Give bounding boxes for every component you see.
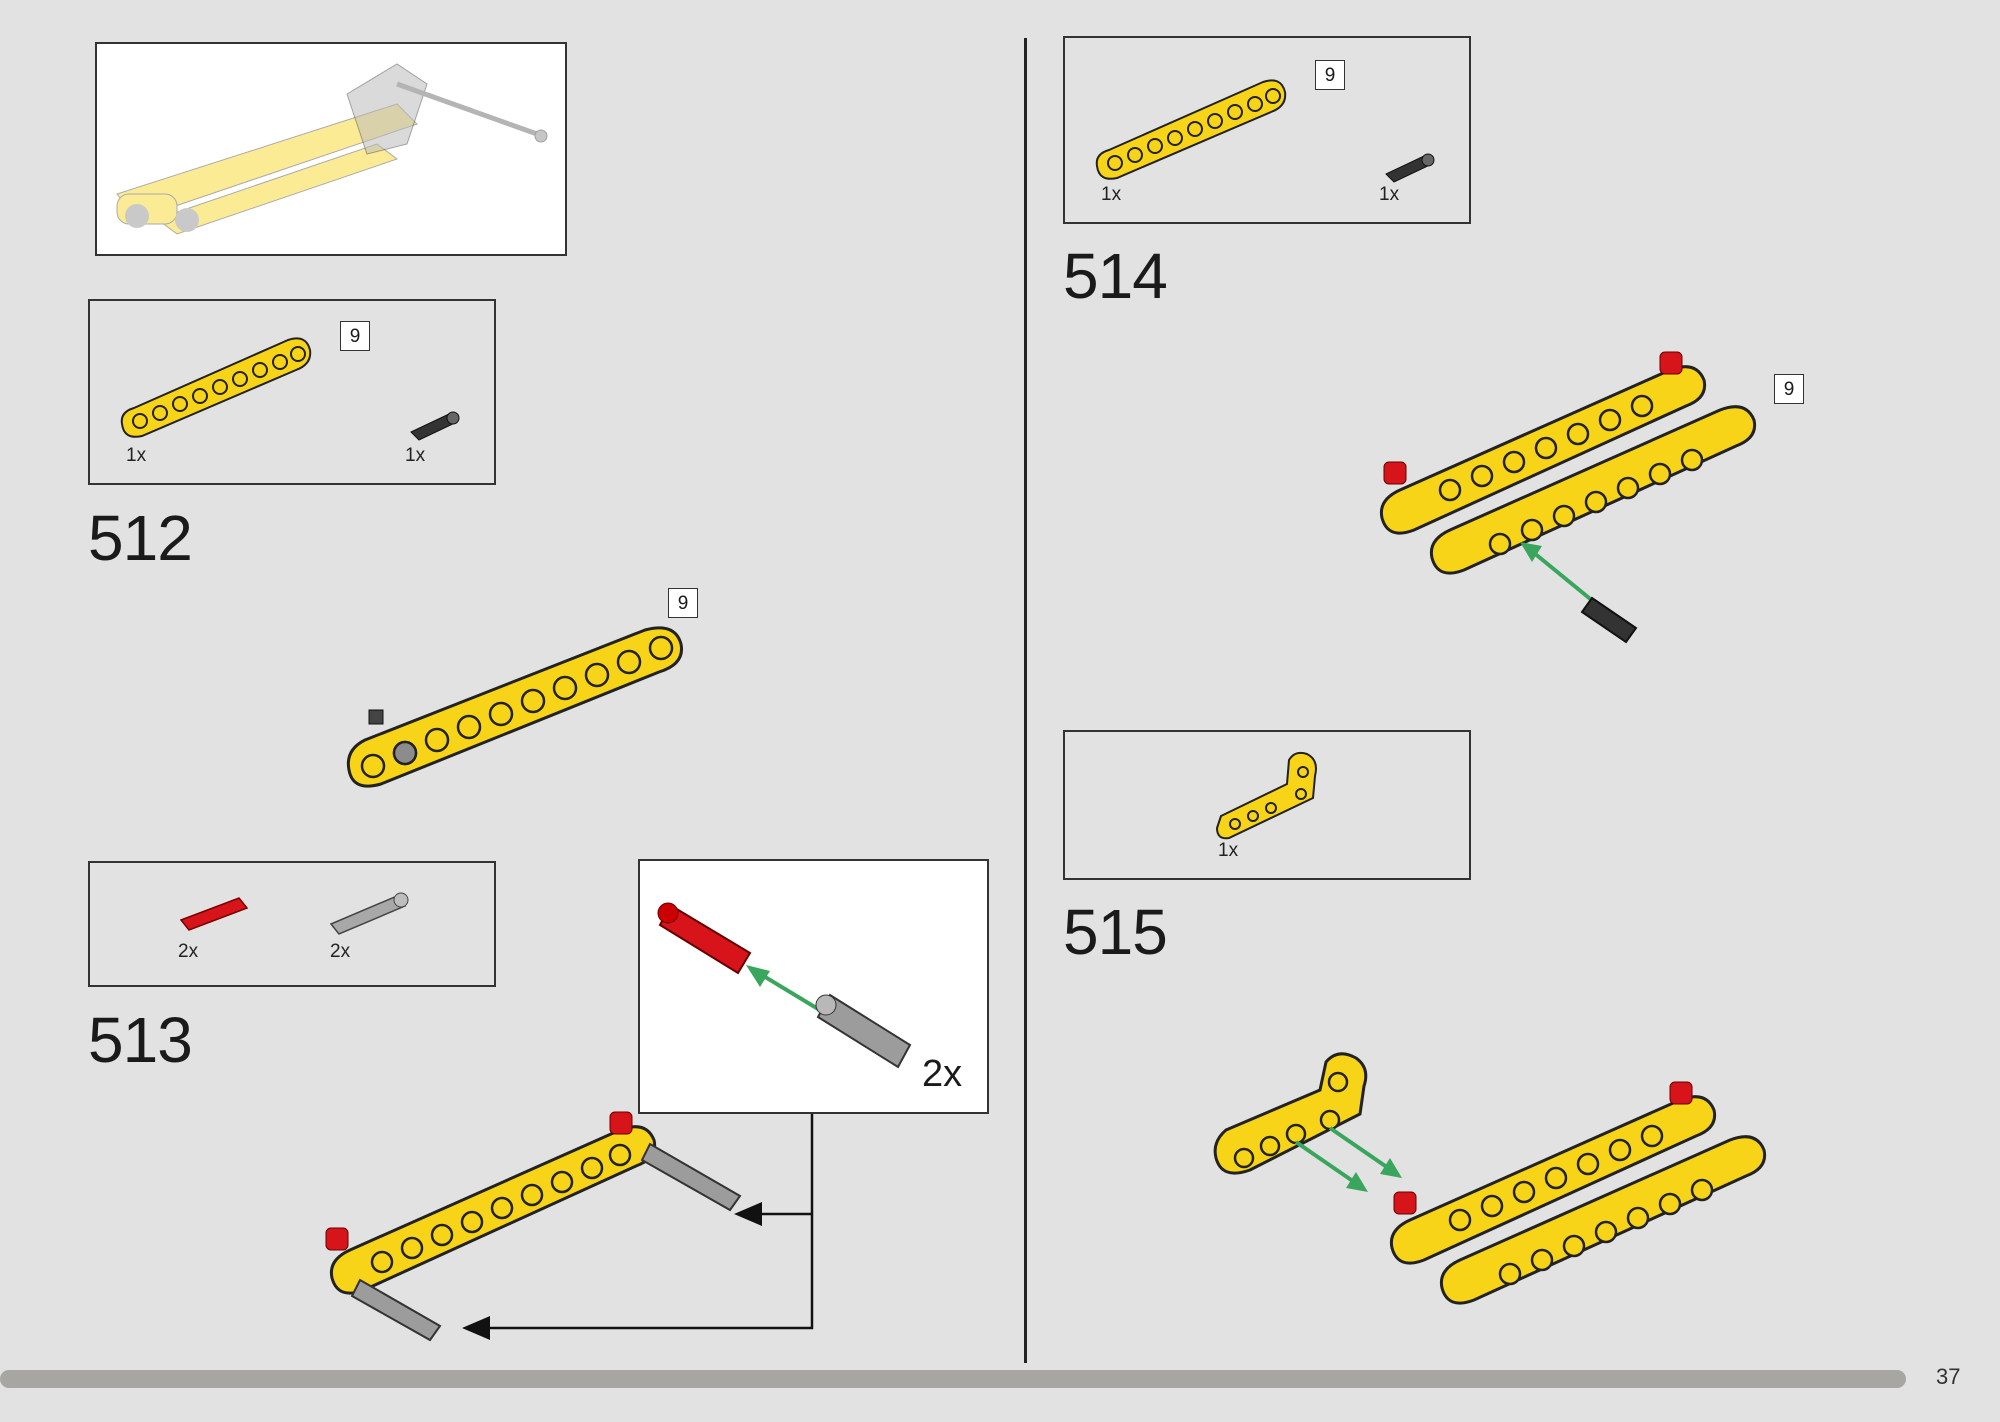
page-number: 37 bbox=[1936, 1364, 1961, 1389]
black-pin-icon bbox=[1385, 153, 1435, 183]
beam-length-badge: 9 bbox=[1774, 374, 1804, 404]
callout-leader-lines bbox=[462, 1114, 814, 1340]
red-pin-icon bbox=[179, 897, 249, 931]
step-number: 512 bbox=[88, 502, 193, 574]
multiplier-label: 2x bbox=[922, 1053, 963, 1095]
beam-length-badge: 9 bbox=[340, 321, 370, 351]
sub-assembly-image bbox=[657, 902, 912, 1069]
beam-length-badge: 9 bbox=[1315, 60, 1345, 90]
black-pin-icon bbox=[410, 411, 460, 441]
yellow-l-beam-icon bbox=[1215, 751, 1317, 840]
qty-label: 1x bbox=[405, 445, 426, 466]
step-number: 515 bbox=[1063, 896, 1168, 968]
yellow-beam-icon bbox=[1095, 79, 1287, 180]
parts-box-515: 1x bbox=[1063, 730, 1471, 880]
qty-label: 1x bbox=[1101, 184, 1122, 205]
yellow-beam-icon bbox=[120, 337, 312, 438]
step-514-assembly bbox=[1379, 351, 1757, 644]
page-divider bbox=[1024, 38, 1027, 1363]
qty-label: 2x bbox=[330, 941, 351, 962]
step-513-assembly bbox=[325, 1111, 742, 1342]
grey-pin-icon bbox=[329, 892, 409, 935]
overview-preview-box bbox=[95, 42, 567, 256]
page-progress-bar bbox=[0, 1370, 1906, 1388]
parts-box-514: 9 1x 1x bbox=[1063, 36, 1471, 224]
step-515-assembly bbox=[1213, 1052, 1767, 1305]
parts-box-512: 9 1x 1x bbox=[88, 299, 496, 485]
step-number: 514 bbox=[1063, 240, 1168, 312]
qty-label: 1x bbox=[1218, 840, 1239, 861]
step-number: 513 bbox=[88, 1004, 193, 1076]
beam-length-badge: 9 bbox=[668, 588, 698, 618]
parts-box-513: 2x 2x bbox=[88, 861, 496, 987]
sub-assembly-callout: 2x bbox=[638, 859, 989, 1114]
qty-label: 2x bbox=[178, 941, 199, 962]
qty-label: 1x bbox=[126, 445, 147, 466]
model-overview-image bbox=[116, 63, 548, 235]
qty-label: 1x bbox=[1379, 184, 1400, 205]
step-512-assembly bbox=[346, 626, 684, 788]
